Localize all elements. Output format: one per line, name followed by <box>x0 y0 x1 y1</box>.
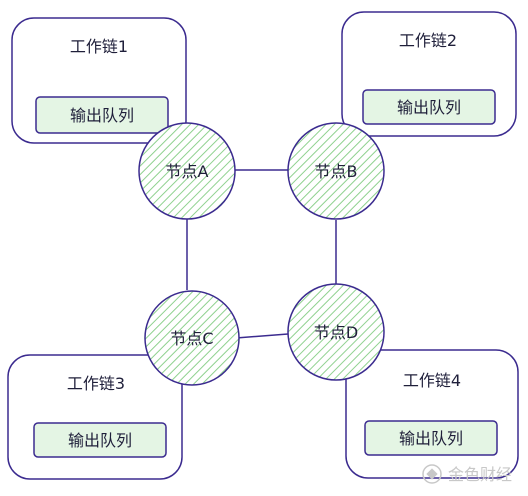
edge-c-d <box>235 333 289 339</box>
chain-box <box>7 354 183 480</box>
node-b: 节点B <box>287 122 385 220</box>
node-c: 节点C <box>144 290 240 386</box>
node-label: 节点B <box>315 162 358 181</box>
output-queue <box>364 420 498 456</box>
node-circle <box>144 290 240 386</box>
output-queue-label: 输出队列 <box>397 98 461 117</box>
node-label: 节点D <box>314 323 358 342</box>
watermark: 金色财经 <box>422 464 512 484</box>
node-a: 节点A <box>138 122 236 220</box>
work-chain-4: 工作链4 输出队列 <box>345 349 519 479</box>
output-queue <box>362 89 496 125</box>
work-chain-2: 工作链2 输出队列 <box>341 11 517 137</box>
chain-title: 工作链1 <box>70 37 128 56</box>
output-queue <box>33 422 167 458</box>
node-circle <box>138 122 236 220</box>
node-circle <box>287 122 385 220</box>
chain-title: 工作链2 <box>399 31 457 50</box>
node-circle <box>287 283 385 381</box>
chain-title: 工作链4 <box>403 371 461 390</box>
watermark-text: 金色财经 <box>448 465 512 484</box>
chain-box <box>341 11 517 137</box>
golden-logo-icon <box>422 464 442 484</box>
output-queue-label: 输出队列 <box>68 431 132 450</box>
node-label: 节点A <box>166 162 209 181</box>
output-queue-label: 输出队列 <box>70 106 134 125</box>
node-connections <box>186 169 337 339</box>
chain-title: 工作链3 <box>67 374 125 393</box>
node-label: 节点C <box>170 329 213 348</box>
output-queue <box>35 96 169 134</box>
chain-box <box>345 349 519 479</box>
chain-box <box>11 17 187 144</box>
output-queue-label: 输出队列 <box>399 429 463 448</box>
work-chain-3: 工作链3 输出队列 <box>7 354 183 480</box>
node-d: 节点D <box>287 283 385 381</box>
work-chain-1: 工作链1 输出队列 <box>11 17 187 144</box>
